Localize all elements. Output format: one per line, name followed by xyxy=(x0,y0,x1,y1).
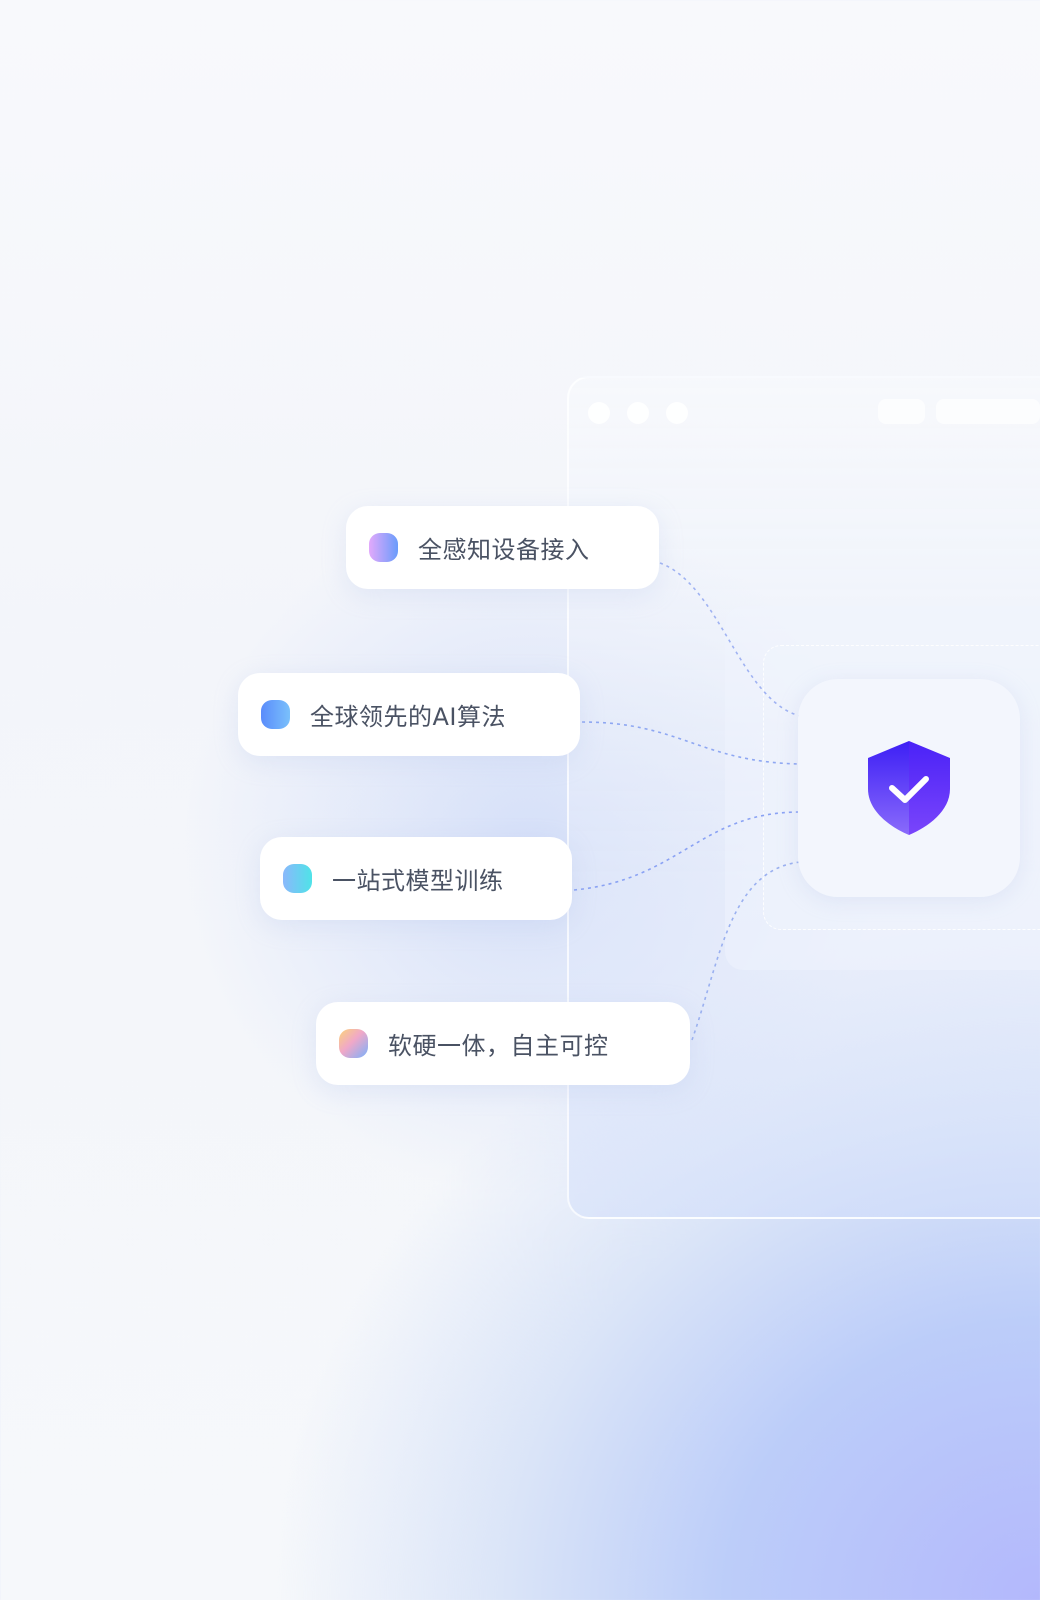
feature-card-ai-algorithm: 全球领先的AI算法 xyxy=(238,673,580,756)
feature-card-hardware-software: 软硬一体，自主可控 xyxy=(316,1002,690,1085)
connector-line xyxy=(573,811,801,891)
connector-line xyxy=(691,861,801,1041)
shield-card xyxy=(798,679,1020,897)
shield-check-icon xyxy=(868,741,950,835)
window-toolbar-pill xyxy=(936,399,1040,424)
feature-label: 全感知设备接入 xyxy=(418,536,590,564)
feature-label: 全球领先的AI算法 xyxy=(310,703,506,731)
model-training-icon xyxy=(283,864,312,893)
window-toolbar-pill xyxy=(878,399,925,424)
feature-card-model-training: 一站式模型训练 xyxy=(260,837,572,920)
window-dot xyxy=(627,402,649,424)
feature-label: 软硬一体，自主可控 xyxy=(388,1032,609,1060)
window-dot xyxy=(666,402,688,424)
feature-label: 一站式模型训练 xyxy=(332,867,504,895)
ai-algorithm-icon xyxy=(261,700,290,729)
hardware-software-icon xyxy=(339,1029,368,1058)
connector-line xyxy=(659,562,801,717)
device-access-icon xyxy=(369,533,398,562)
window-dot xyxy=(588,402,610,424)
connector-line xyxy=(581,721,801,765)
feature-card-device-access: 全感知设备接入 xyxy=(346,506,659,589)
